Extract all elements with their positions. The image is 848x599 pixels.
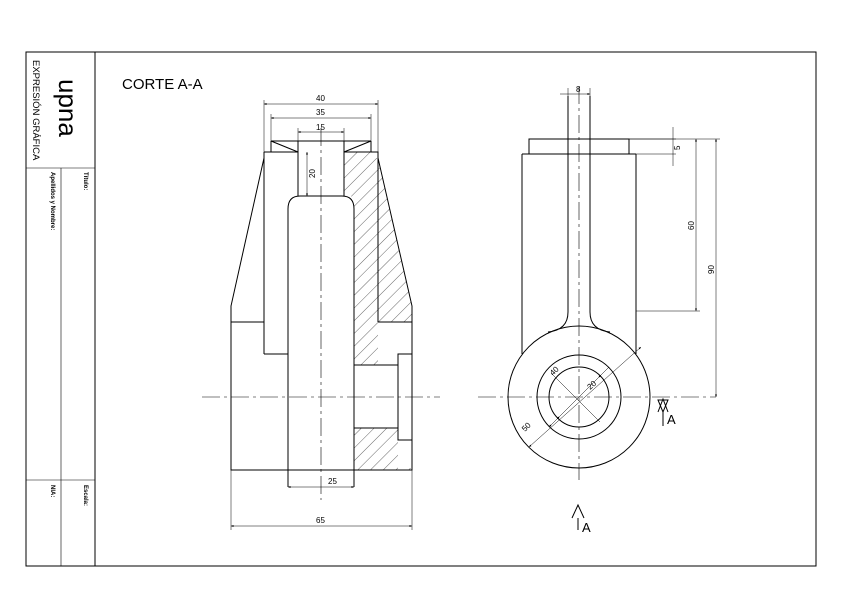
countersink-profile — [270, 140, 372, 153]
department-label: EXPRESIÓN GRÁFICA — [30, 60, 41, 161]
nia-label: NIA: — [49, 485, 55, 497]
section-view: 40 35 15 20 25 65 — [202, 94, 440, 530]
cut-plane-marker-right: A — [657, 397, 676, 427]
dim-15: 15 — [316, 123, 325, 132]
escala-label: Escala: — [82, 485, 88, 506]
dim-90: 90 — [707, 265, 716, 274]
dim-25: 25 — [328, 477, 337, 486]
hatched-section-lower — [354, 428, 412, 470]
apellidos-label: Apellidos y Nombre: — [49, 172, 55, 230]
dim-60: 60 — [687, 221, 696, 230]
side-view: 8 5 60 90 20 40 50 A A — [478, 85, 720, 535]
cut-label-bottom: A — [582, 520, 591, 535]
cut-plane-marker-bottom: A — [571, 503, 591, 535]
dim-5: 5 — [673, 145, 682, 150]
sheet-border — [25, 51, 817, 567]
dim-20-diameter: 20 — [586, 379, 599, 392]
dim-50-diameter: 50 — [520, 420, 533, 433]
slot-hidden — [547, 96, 611, 333]
titulo-label: Título: — [82, 172, 88, 190]
dim-40: 40 — [316, 94, 325, 103]
dim-65: 65 — [316, 516, 325, 525]
dim-35: 35 — [316, 108, 325, 117]
institution-logo-text: upna — [53, 79, 83, 137]
cut-label-right: A — [667, 412, 676, 427]
dim-20-vertical: 20 — [308, 169, 317, 178]
section-title: CORTE A-A — [122, 76, 203, 93]
dim-8: 8 — [576, 85, 581, 94]
